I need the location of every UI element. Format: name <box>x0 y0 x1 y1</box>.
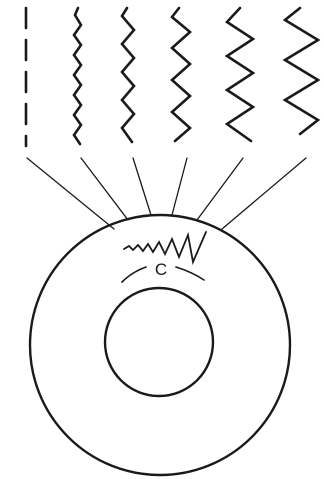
wave-6-zigzag <box>285 8 318 134</box>
wave-2-zigzag <box>74 8 81 144</box>
inner-zigzag <box>124 232 206 262</box>
ray-2 <box>81 158 128 220</box>
waves-group <box>26 8 318 146</box>
wave-3-zigzag <box>122 8 134 142</box>
center-label: C <box>155 260 167 279</box>
ray-1 <box>27 158 114 229</box>
outer-circle <box>30 215 290 475</box>
ring-group <box>30 215 290 475</box>
ray-5 <box>197 158 243 220</box>
ray-3 <box>133 158 151 215</box>
rays-group <box>27 158 306 229</box>
wave-5-zigzag <box>227 8 253 141</box>
wave-4-zigzag <box>172 8 190 141</box>
label-arc-right <box>176 267 204 280</box>
ray-4 <box>172 158 187 215</box>
inner-circle <box>105 288 213 396</box>
label-arc-left <box>122 267 146 282</box>
